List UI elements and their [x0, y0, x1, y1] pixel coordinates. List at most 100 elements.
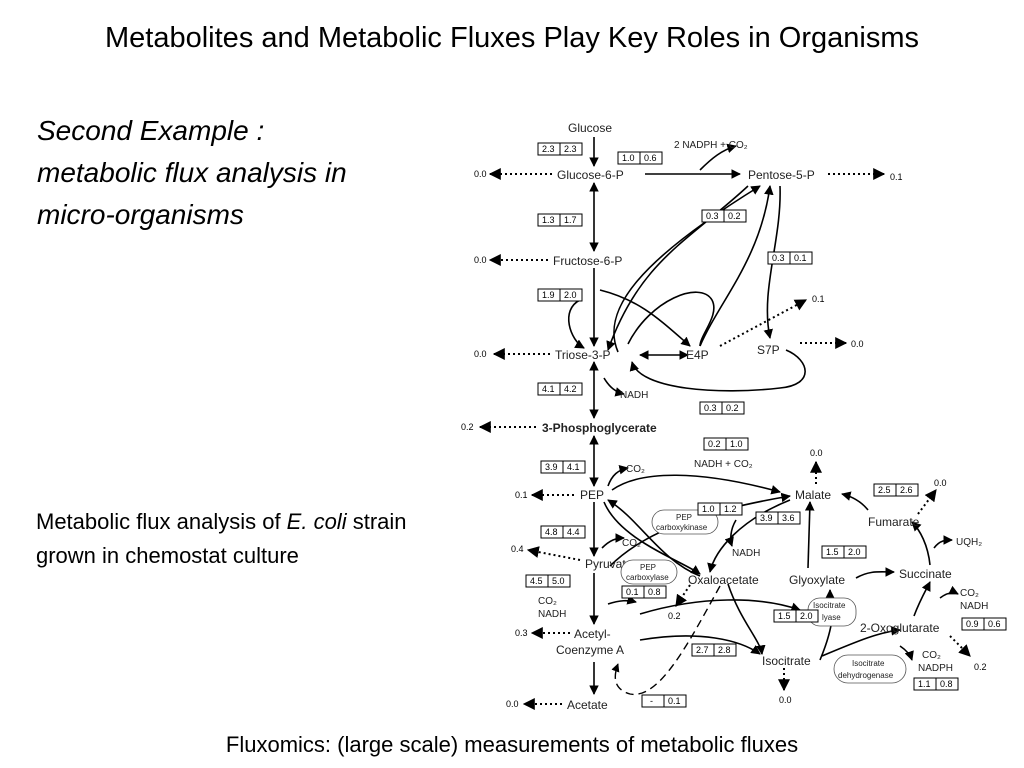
subtitle-line-1: Second Example : — [37, 115, 265, 146]
metabolite-oxaloacetate: Oxaloacetate — [688, 573, 759, 587]
flux-value-b: 4.2 — [564, 384, 577, 394]
flux-arrow-uqh2 — [933, 535, 953, 549]
flux-value-a: 4.8 — [545, 527, 558, 537]
metabolite-s7p: S7P — [757, 343, 780, 357]
subtitle-line-3: micro-organisms — [37, 199, 244, 230]
flux-value-b: 0.8 — [940, 679, 953, 689]
flux-value-a: 2.7 — [696, 645, 709, 655]
enzyme-labels: PEP carboxykinase PEP carboxylase Isocit… — [620, 509, 907, 684]
flux-value-b: 0.1 — [794, 253, 807, 263]
efflux-value-s7p: 0.0 — [851, 339, 864, 349]
flux-box: 4.8 4.4 — [540, 525, 586, 539]
efflux-value-oxo: 0.2 — [974, 662, 987, 672]
flux-value-b: 2.3 — [564, 144, 577, 154]
efflux-value-e4p: 0.1 — [812, 294, 825, 304]
flux-box: 0.2 1.0 — [703, 437, 749, 451]
flux-value-a: 4.1 — [542, 384, 555, 394]
flux-value-a: 1.0 — [622, 153, 635, 163]
efflux-arrow-fum — [917, 489, 937, 515]
flux-arrow-oxo-co2 — [939, 585, 959, 599]
cofactor-co2: CO₂ — [538, 596, 557, 607]
metabolite-glucose: Glucose — [568, 121, 612, 135]
cofactor-co2: CO₂ — [626, 464, 645, 475]
efflux-value-acetate: 0.0 — [506, 699, 519, 709]
glycolysis-axis — [568, 137, 959, 695]
flux-value-b: 0.2 — [728, 211, 741, 221]
flux-value-a: 1.0 — [702, 504, 715, 514]
flux-box: 0.3 0.2 — [701, 209, 747, 223]
cofactor-uqh2: UQH₂ — [956, 537, 982, 548]
efflux-arrow-oxo — [949, 635, 971, 657]
enzyme-isocitrate-dehydrogenase-bubble — [833, 654, 907, 684]
efflux-value-p5p: 0.1 — [890, 172, 903, 182]
enzyme-pep-carboxylase-line1: PEP — [640, 563, 656, 572]
flux-arrow-e4p-p5p — [699, 185, 774, 347]
efflux-value-pg: 0.2 — [461, 422, 474, 432]
flux-value-b: 4.4 — [567, 527, 580, 537]
flux-box: 4.1 4.2 — [537, 382, 583, 396]
flux-value-b: 1.0 — [730, 439, 743, 449]
metabolite-glyoxylate: Glyoxylate — [789, 573, 845, 587]
efflux-value-fum: 0.0 — [934, 478, 947, 488]
flux-arrow-glyox-succ — [855, 567, 895, 579]
flux-box: 1.5 2.0 — [773, 609, 819, 623]
metabolite-2-oxoglutarate: 2-Oxoglutarate — [860, 621, 940, 635]
metabolite-triose-3-p: Triose-3-P — [555, 348, 611, 362]
flux-value-a: 1.9 — [542, 290, 555, 300]
flux-value-b: 2.6 — [900, 485, 913, 495]
subtitle-line-2: metabolic flux analysis in — [37, 157, 347, 188]
cofactor-nadh-co2: NADH + CO₂ — [694, 459, 753, 470]
metabolite-fumarate: Fumarate — [868, 515, 920, 529]
flux-value-b: 2.0 — [848, 547, 861, 557]
flux-arrow-malate-oaa — [707, 499, 791, 573]
flux-arrow-acoa-iso — [639, 635, 761, 655]
flux-value-a: 0.3 — [772, 253, 785, 263]
metabolite-pep: PEP — [580, 488, 604, 502]
efflux-value-acoa: 0.3 — [515, 628, 528, 638]
flux-arrow-iso-oxo — [821, 626, 901, 657]
flux-arrow-f6p-loop — [568, 299, 585, 349]
flux-value-b: 2.0 — [564, 290, 577, 300]
flux-arrow-pep-malate — [611, 474, 781, 495]
flux-arrow-nadph — [699, 143, 737, 171]
flux-box: 2.5 2.6 — [873, 483, 919, 497]
enzyme-pep-carboxykinase-line2: carboxykinase — [656, 523, 708, 532]
cofactor-co2: CO₂ — [622, 538, 641, 549]
flux-value-a: 1.1 — [918, 679, 931, 689]
enzyme-isocitrate-lyase-line1: Isocitrate — [813, 601, 846, 610]
flux-value-a: 2.3 — [542, 144, 555, 154]
metabolite-e4p: E4P — [686, 348, 709, 362]
enzyme-pep-carboxykinase-bubble — [651, 509, 719, 535]
metabolite-3-phosphoglycerate: 3-Phosphoglycerate — [542, 421, 657, 435]
flux-arrow-pep-co2 — [607, 464, 629, 487]
flux-value-b: 2.8 — [718, 645, 731, 655]
flux-box: 1.0 0.6 — [617, 151, 663, 165]
cofactor-nadph: NADPH — [918, 663, 953, 674]
cofactor-labels: 2 NADPH + CO₂ NADH CO₂ CO₂ CO₂ NADH NADH… — [538, 140, 988, 674]
slide-footer: Fluxomics: (large scale) measurements of… — [225, 732, 799, 757]
flux-arrow-s7p-t3p — [629, 349, 806, 392]
cofactor-nadh: NADH — [620, 390, 648, 401]
slide-caption: Metabolic flux analysis of E. coli strai… — [36, 505, 436, 573]
flux-arrow-fum-malate — [841, 491, 869, 511]
flux-value-a: 0.9 — [966, 619, 979, 629]
cofactor-nadh: NADH — [732, 548, 760, 559]
flux-arrow-t3p-nadh — [603, 377, 625, 397]
caption-text-pre: Metabolic flux analysis of — [36, 509, 287, 534]
flux-arrow-glyox-malate — [804, 501, 815, 569]
flux-arrow-oxo-succ — [913, 581, 931, 617]
metabolite-pentose-5-p: Pentose-5-P — [748, 168, 815, 182]
flux-value-b: 0.6 — [988, 619, 1001, 629]
flux-box: 3.9 4.1 — [540, 460, 586, 474]
flux-value-b: 0.6 — [644, 153, 657, 163]
flux-arrow-pep-oaa — [603, 501, 701, 575]
metabolite-malate: Malate — [795, 488, 831, 502]
efflux-arrows — [478, 168, 971, 710]
flux-value-b: 3.6 — [782, 513, 795, 523]
flux-box: 1.9 2.0 — [537, 288, 583, 302]
efflux-value-oaa: 0.2 — [668, 611, 681, 621]
efflux-arrow-e4p — [719, 299, 808, 347]
slide-subtitle: Second Example : metabolic flux analysis… — [37, 110, 347, 236]
flux-arrow-acoa-glyox — [639, 599, 801, 615]
flux-box: 1.0 1.2 — [697, 502, 743, 516]
